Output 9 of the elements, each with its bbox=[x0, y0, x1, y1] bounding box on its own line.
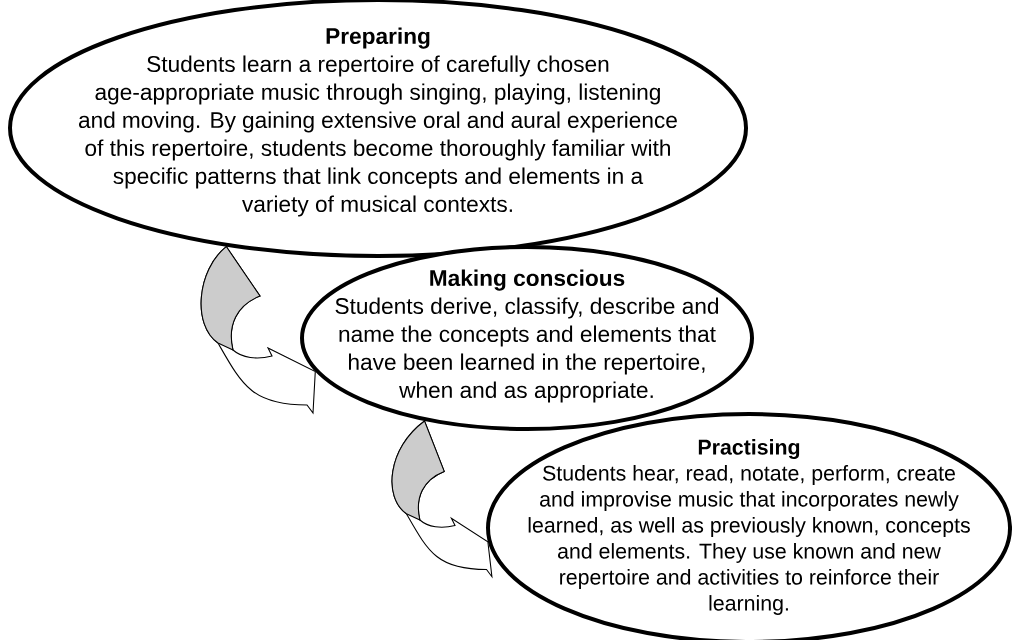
heading: Preparing bbox=[326, 27, 430, 49]
curved-arrow bbox=[391, 420, 493, 578]
description: Students hear, read, notate, perform, create and improvise music that incorporates newly learned, as well as previously known, concepts and elements. They use known and new repertoire and activities to reinforce their learning. bbox=[528, 465, 970, 615]
heading: Making conscious bbox=[430, 269, 625, 291]
ellipse-node bbox=[300, 245, 754, 431]
heading: Practising bbox=[698, 439, 800, 460]
curved-arrow bbox=[200, 246, 316, 414]
description: Students derive, classify, describe and name the concepts and elements that have been learned in the repertoire, when and as appropriate. bbox=[335, 297, 719, 403]
description: Students learn a repertoire of carefully chosen age-appropriate music through singing, playing, listening and moving. By gaining extensive oral and aural experience of this repertoire, students become thoroughly familiar with specific patterns that link concepts and elements in a variety of musical contexts. bbox=[78, 55, 677, 217]
